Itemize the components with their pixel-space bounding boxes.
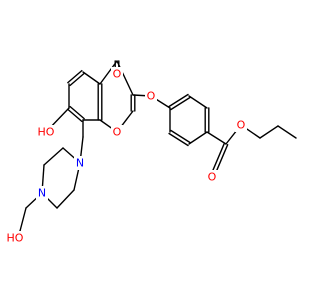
double-bond-C5-C6 [67,69,83,84]
single-bond-Pr1-Pr2 [259,125,279,139]
double-bond-C7-C8 [69,105,85,120]
single-bond-B4-B5 [188,131,208,145]
ethyl-hydroxyl-atom: HO [5,231,25,245]
single-bond-C4-C3 [116,60,134,96]
double-bond-B1-B2 [168,93,189,108]
single-bond-C4a-C4 [99,60,118,85]
single-bond-B4-Cest [206,131,227,145]
ether-oxygen-atom: O [145,89,157,103]
atom-label-layer: O O O HO N N HO O [5,67,247,245]
ester-carbonyl-oxygen-label: O [208,171,217,184]
double-bond-C5-C6 [69,72,85,87]
single-bond-Pr2-Pr3 [277,125,297,139]
ester-oxygen-atom: O [235,118,247,132]
bond-layer [14,60,297,239]
ethyl-hydroxyl-label: HO [7,232,24,245]
single-bond-Ce1-Ce2 [19,207,27,232]
piperazine-nitrogen-1-label: N [76,157,84,170]
chemical-structure-diagram: O O O HO N N HO O [5,60,297,245]
piperazine-nitrogen-2-atom: N [36,186,48,200]
ether-oxygen-label: O [147,90,156,103]
carbonyl-oxygen-label: O [113,68,122,81]
piperazine-nitrogen-2-label: N [38,187,46,200]
phenol-hydroxyl-label: HO [38,126,55,139]
single-bond-C4a-C5 [82,71,101,85]
single-bond-Cp3-Cp4 [56,189,75,209]
carbonyl-oxygen-atom: O [111,67,123,81]
double-bond-B5-B6 [170,129,191,144]
ring-oxygen-atom: O [111,125,123,139]
ester-carbonyl-oxygen-atom: O [206,170,218,184]
phenol-hydroxyl-atom: HO [36,125,56,139]
piperazine-nitrogen-1-atom: N [74,156,86,170]
double-bond-B1-B2 [170,96,191,111]
ester-oxygen-label: O [237,119,246,132]
double-bond-C7-C8 [67,108,83,123]
single-bond-Cp1-Cp2 [43,147,64,166]
single-bond-B2-B3 [188,95,208,109]
ring-oxygen-label: O [113,126,122,139]
double-bond-B5-B6 [168,132,189,147]
